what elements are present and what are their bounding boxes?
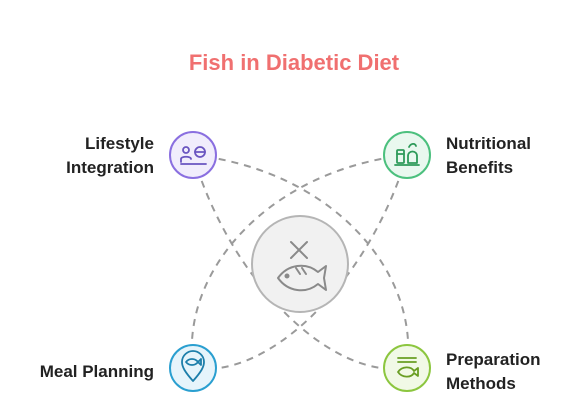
label-meal: Meal Planning — [10, 360, 154, 384]
menu-fish-icon — [397, 357, 419, 378]
label-nutritional: Nutritional Benefits — [446, 132, 576, 180]
label-nutritional-line1: Nutritional — [446, 134, 531, 153]
diagram-title: Fish in Diabetic Diet — [188, 50, 400, 75]
label-meal-line1: Meal Planning — [39, 362, 154, 381]
connector-arc-nutritional-meal — [190, 153, 409, 370]
label-lifestyle: Lifestyle Integration — [20, 132, 154, 180]
map-pin-fish-icon — [181, 350, 205, 382]
label-lifestyle-line1: Lifestyle — [85, 134, 154, 153]
label-lifestyle-line2: Integration — [66, 158, 154, 177]
label-nutritional-line2: Benefits — [446, 158, 514, 177]
food-jars-icon — [394, 142, 420, 166]
node-lifestyle — [169, 131, 217, 179]
node-meal — [169, 344, 217, 392]
label-preparation-line2: Methods — [446, 374, 516, 393]
label-preparation-line1: Preparation — [446, 350, 541, 369]
label-preparation: Preparation Methods — [446, 348, 576, 396]
fish-cross-icon — [277, 241, 327, 292]
person-plate-icon — [180, 146, 207, 165]
node-nutritional — [383, 131, 431, 179]
connector-arc-lifestyle-preparation — [191, 153, 410, 370]
center-node — [251, 215, 349, 313]
node-preparation — [383, 344, 431, 392]
